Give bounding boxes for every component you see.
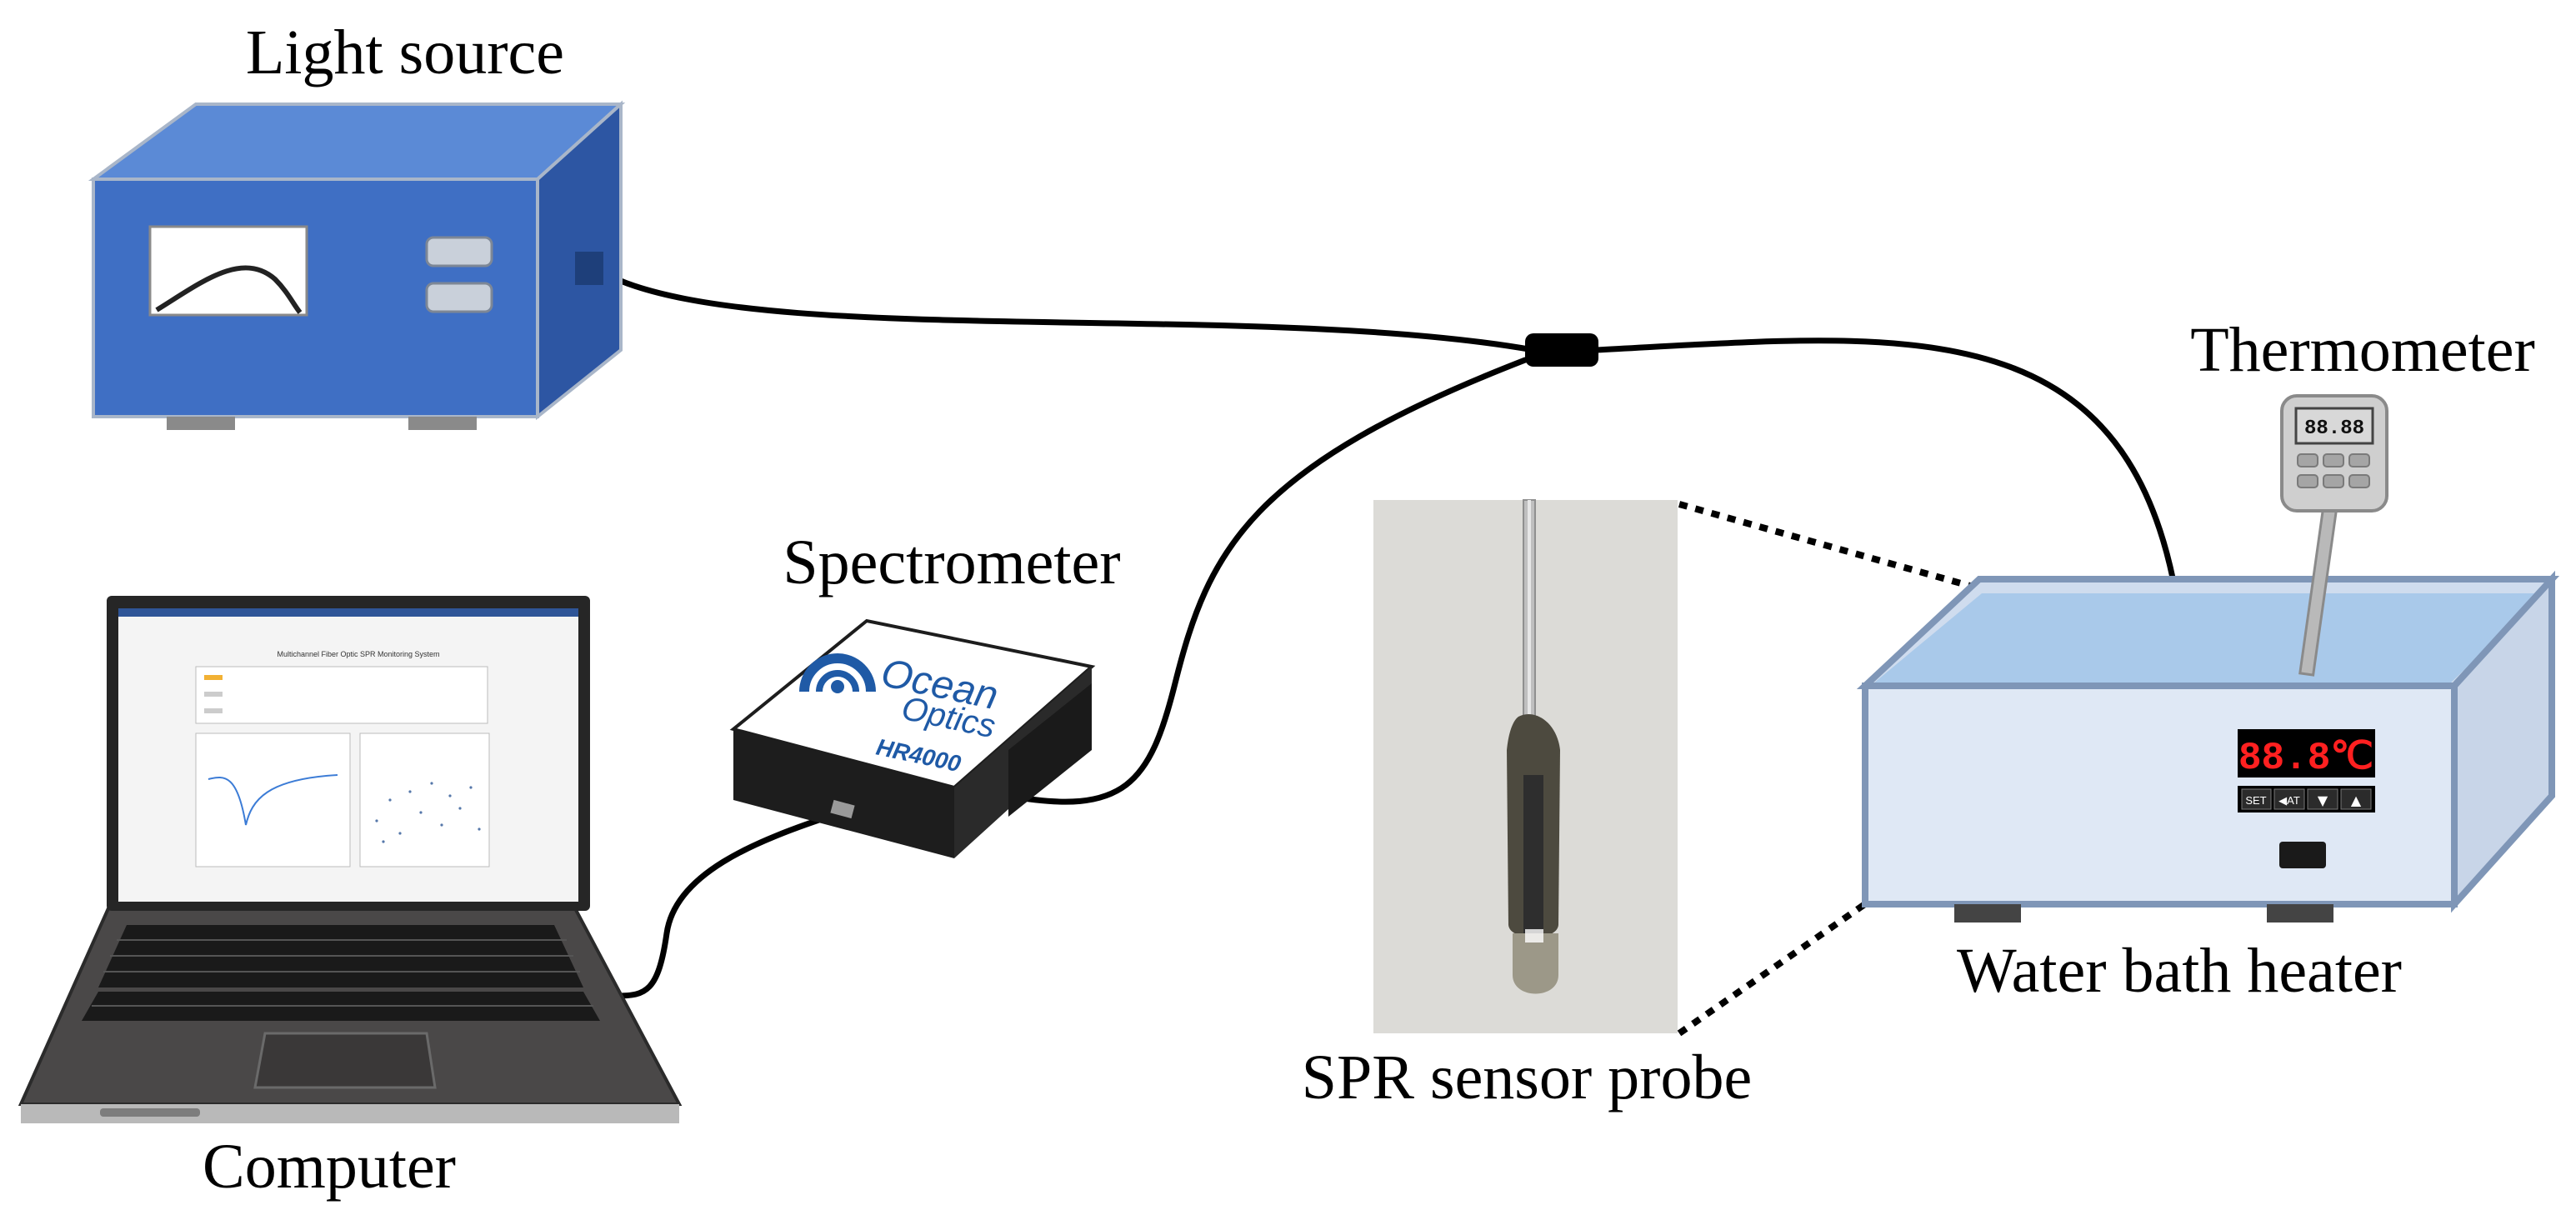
ocean-optics-logo-icon [799,653,876,693]
laptop: Multichannel Fiber Optic SPR Monitoring … [18,596,683,1123]
thermometer-display-panel [2294,407,2374,445]
tank-water-surface [1873,593,2543,683]
light-source-foot-left [167,417,235,430]
spectrometer-front [733,729,954,858]
heater-foot-left [1954,904,2021,922]
heater-button-up: ▲ [2351,792,2362,808]
spr-probe-label: SPR sensor probe [1302,1042,1752,1112]
heater-button-row: SET ◀AT ▼ ▲ [2238,786,2375,812]
spectrometer-usb-port [830,799,855,819]
water-bath-label: Water bath heater [1957,936,2402,1006]
heater-display-value: 88.8℃ [2238,737,2373,780]
light-source-top [88,102,626,181]
light-source-label: Light source [246,18,564,88]
light-source-button-2 [425,282,493,313]
light-source-foot-right [408,417,477,430]
light-source-port [575,252,603,285]
spectrometer: Ocean Optics HR4000 [729,618,1096,858]
usb-cable-spectrometer-to-computer [613,809,845,999]
computer-label: Computer [203,1132,456,1202]
fiber-coupler-to-probe [1593,338,2187,653]
heater-foot-right [2267,904,2333,922]
spr-probe-photo [1373,499,1678,1033]
thermometer-display-value: 88.88 [2304,418,2364,440]
light-source-meter-icon [148,225,308,317]
light-source-button-1 [425,236,493,268]
water-bath-heater: 88.8℃ SET ◀AT ▼ ▲ [1856,570,2560,922]
heater-display-panel [2238,729,2375,778]
thermometer-label: Thermometer [2190,315,2535,385]
heater-button-down: ▼ [2318,792,2328,808]
spectrometer-label: Spectrometer [783,528,1120,598]
thermometer-buttons [2297,453,2370,488]
thermometer: 88.88 [2280,394,2388,677]
heater-button-set: SET [2245,794,2266,807]
laptop-screen-app: Multichannel Fiber Optic SPR Monitoring … [118,608,578,868]
light-source [88,100,626,430]
laptop-touchpad [253,1032,437,1089]
laptop-screen-title: Multichannel Fiber Optic SPR Monitoring … [277,650,439,658]
fiber-coupler [1525,333,1598,367]
laptop-key-grid [92,939,593,1007]
fiber-coupler-to-spectrometer [1005,357,1528,805]
fiber-cables [601,270,2187,999]
spr-probe-tip [1513,933,1558,994]
laptop-front-notch [100,1108,200,1117]
spectrometer-side-block [1008,683,1092,817]
laptop-spr-curve [208,774,338,826]
heater-power-switch [2279,842,2326,868]
fiber-light-source-to-coupler [601,270,1537,353]
heater-button-at: ◀AT [2278,794,2300,807]
